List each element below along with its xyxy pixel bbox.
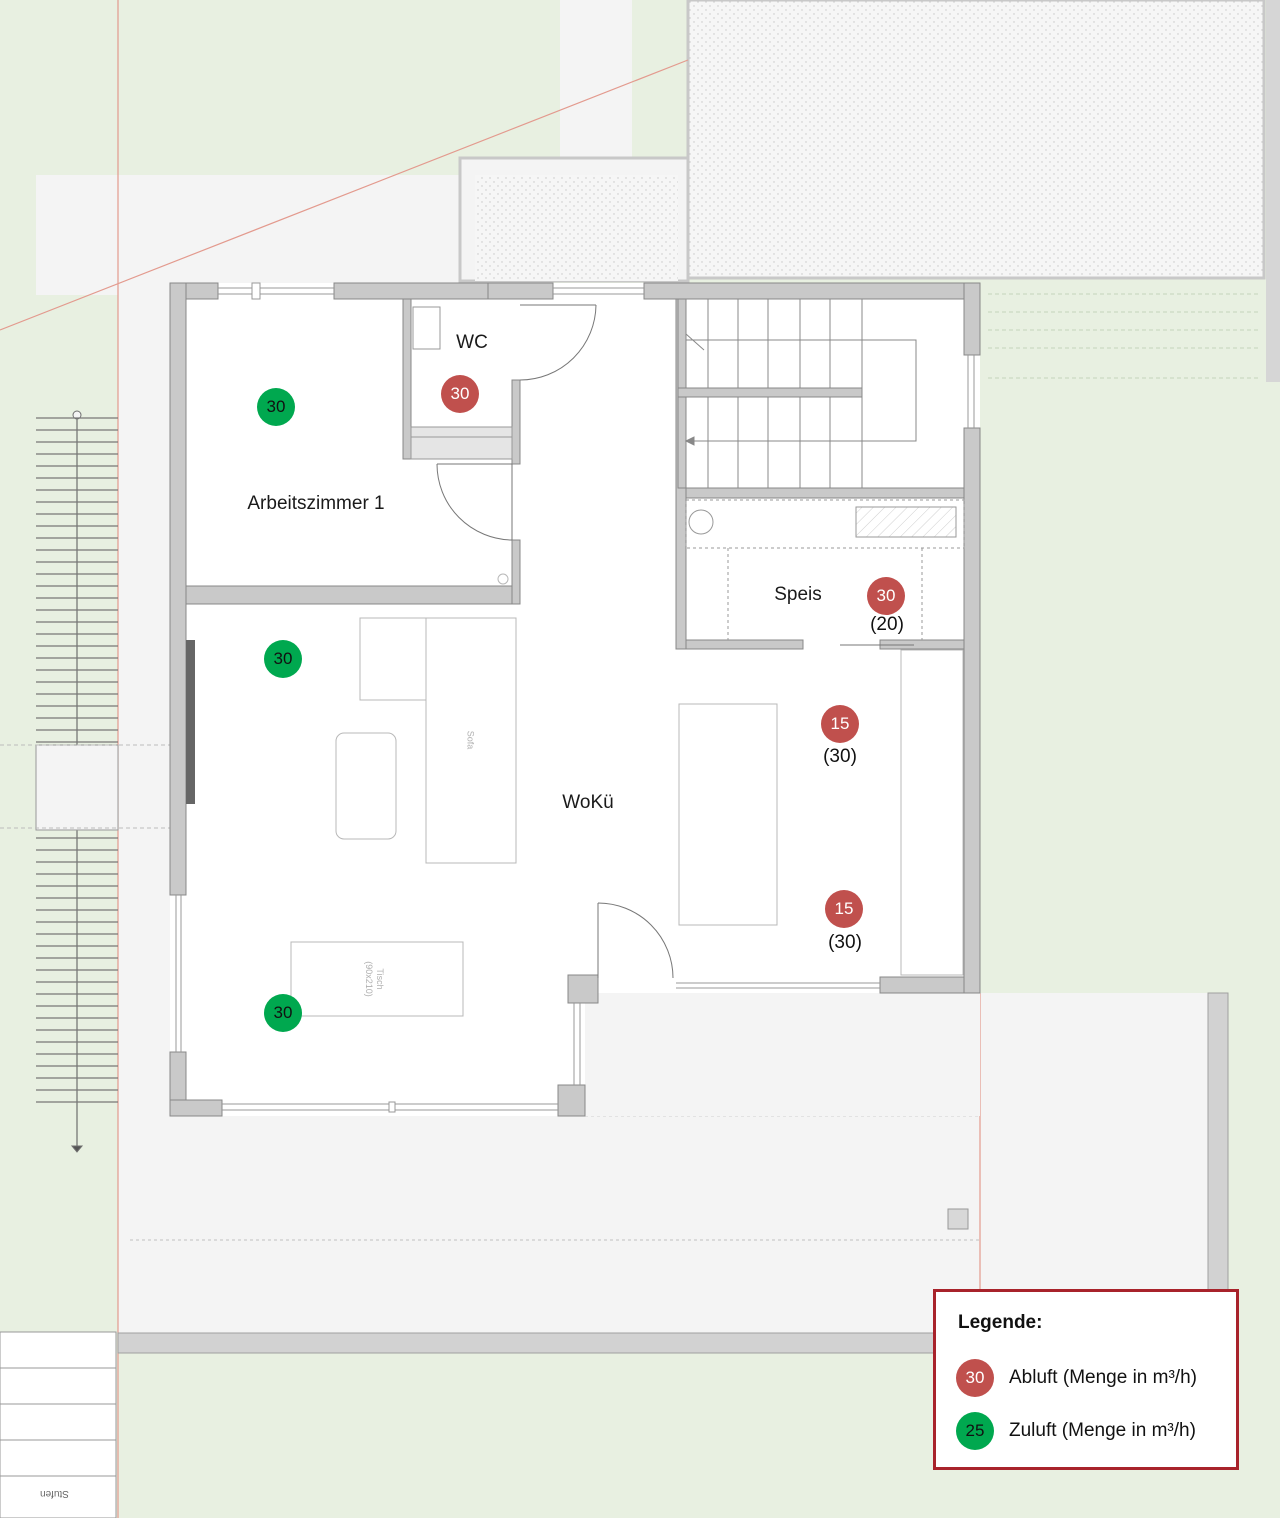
legend-supply-dot: 25 bbox=[956, 1412, 994, 1450]
right-wall-strip bbox=[1266, 0, 1280, 382]
path-strip bbox=[560, 0, 632, 160]
lawn-hatching bbox=[988, 293, 1258, 379]
sofa bbox=[425, 617, 517, 864]
property-line-diagonal bbox=[0, 59, 689, 331]
exhaust-marker-wokue-1: 15 bbox=[821, 705, 859, 743]
sofa-label: Sofa bbox=[465, 730, 476, 750]
kitchen-island bbox=[678, 703, 778, 926]
kitchen-counter bbox=[900, 649, 964, 976]
room-label-speis: Speis bbox=[774, 584, 822, 605]
table-label-line2: (90x210) bbox=[364, 961, 374, 997]
doors bbox=[436, 304, 914, 979]
speis-fittings bbox=[685, 499, 965, 640]
exhaust-wokue-1-sub: (30) bbox=[823, 746, 857, 767]
exhaust-wokue-2-sub: (30) bbox=[828, 932, 862, 953]
exterior-step-lines bbox=[36, 417, 118, 1103]
exhaust-marker-wokue-2: 15 bbox=[825, 890, 863, 928]
legend-row-supply: 25 Zuluft (Menge in m³/h) bbox=[956, 1411, 1196, 1451]
paved-area-top-left bbox=[36, 175, 460, 295]
fireplace-bar bbox=[186, 640, 195, 804]
terrace-corner bbox=[585, 993, 980, 1116]
legend-exhaust-label: Abluft (Menge in m³/h) bbox=[1009, 1367, 1197, 1388]
interior-stairs bbox=[677, 298, 917, 489]
stair-landing bbox=[35, 744, 119, 831]
legend-row-exhaust: 30 Abluft (Menge in m³/h) bbox=[956, 1358, 1197, 1398]
furniture bbox=[290, 573, 964, 1017]
dining-table bbox=[290, 941, 464, 1017]
room-label-wc: WC bbox=[456, 332, 488, 353]
walls bbox=[169, 282, 981, 1117]
table-label-line1: Tisch bbox=[375, 968, 385, 990]
entrance-area bbox=[118, 255, 178, 1125]
table-label: Tisch (90x210) bbox=[363, 961, 385, 997]
exhaust-marker-speis: 30 bbox=[867, 577, 905, 615]
drain-square bbox=[947, 1208, 969, 1230]
legend-exhaust-dot: 30 bbox=[956, 1359, 994, 1397]
supply-marker-wokue-bottom: 30 bbox=[264, 994, 302, 1032]
exhaust-speis-sub: (20) bbox=[870, 614, 904, 635]
legend-box: Legende: 30 Abluft (Menge in m³/h) 25 Zu… bbox=[933, 1289, 1239, 1470]
windows bbox=[175, 282, 975, 1113]
carport-pad-texture bbox=[475, 175, 678, 281]
exhaust-marker-wc: 30 bbox=[441, 375, 479, 413]
supply-marker-arbeitszimmer: 30 bbox=[257, 388, 295, 426]
legend-title: Legende: bbox=[958, 1312, 1043, 1333]
stairs-note: Stufen bbox=[40, 1488, 69, 1499]
neighbour-building bbox=[686, 0, 1266, 280]
wc-shaft bbox=[410, 426, 513, 460]
wc-washbasin bbox=[412, 306, 441, 350]
supply-marker-wokue-top: 30 bbox=[264, 640, 302, 678]
room-label-arbeitszimmer: Arbeitszimmer 1 bbox=[247, 493, 385, 514]
stairs-bottom-left bbox=[0, 1331, 117, 1518]
legend-supply-label: Zuluft (Menge in m³/h) bbox=[1009, 1420, 1196, 1441]
room-label-wokue: WoKü bbox=[562, 792, 614, 813]
armchair bbox=[359, 617, 427, 701]
terrace-edge-right bbox=[1207, 992, 1229, 1339]
coffee-table bbox=[335, 732, 397, 840]
